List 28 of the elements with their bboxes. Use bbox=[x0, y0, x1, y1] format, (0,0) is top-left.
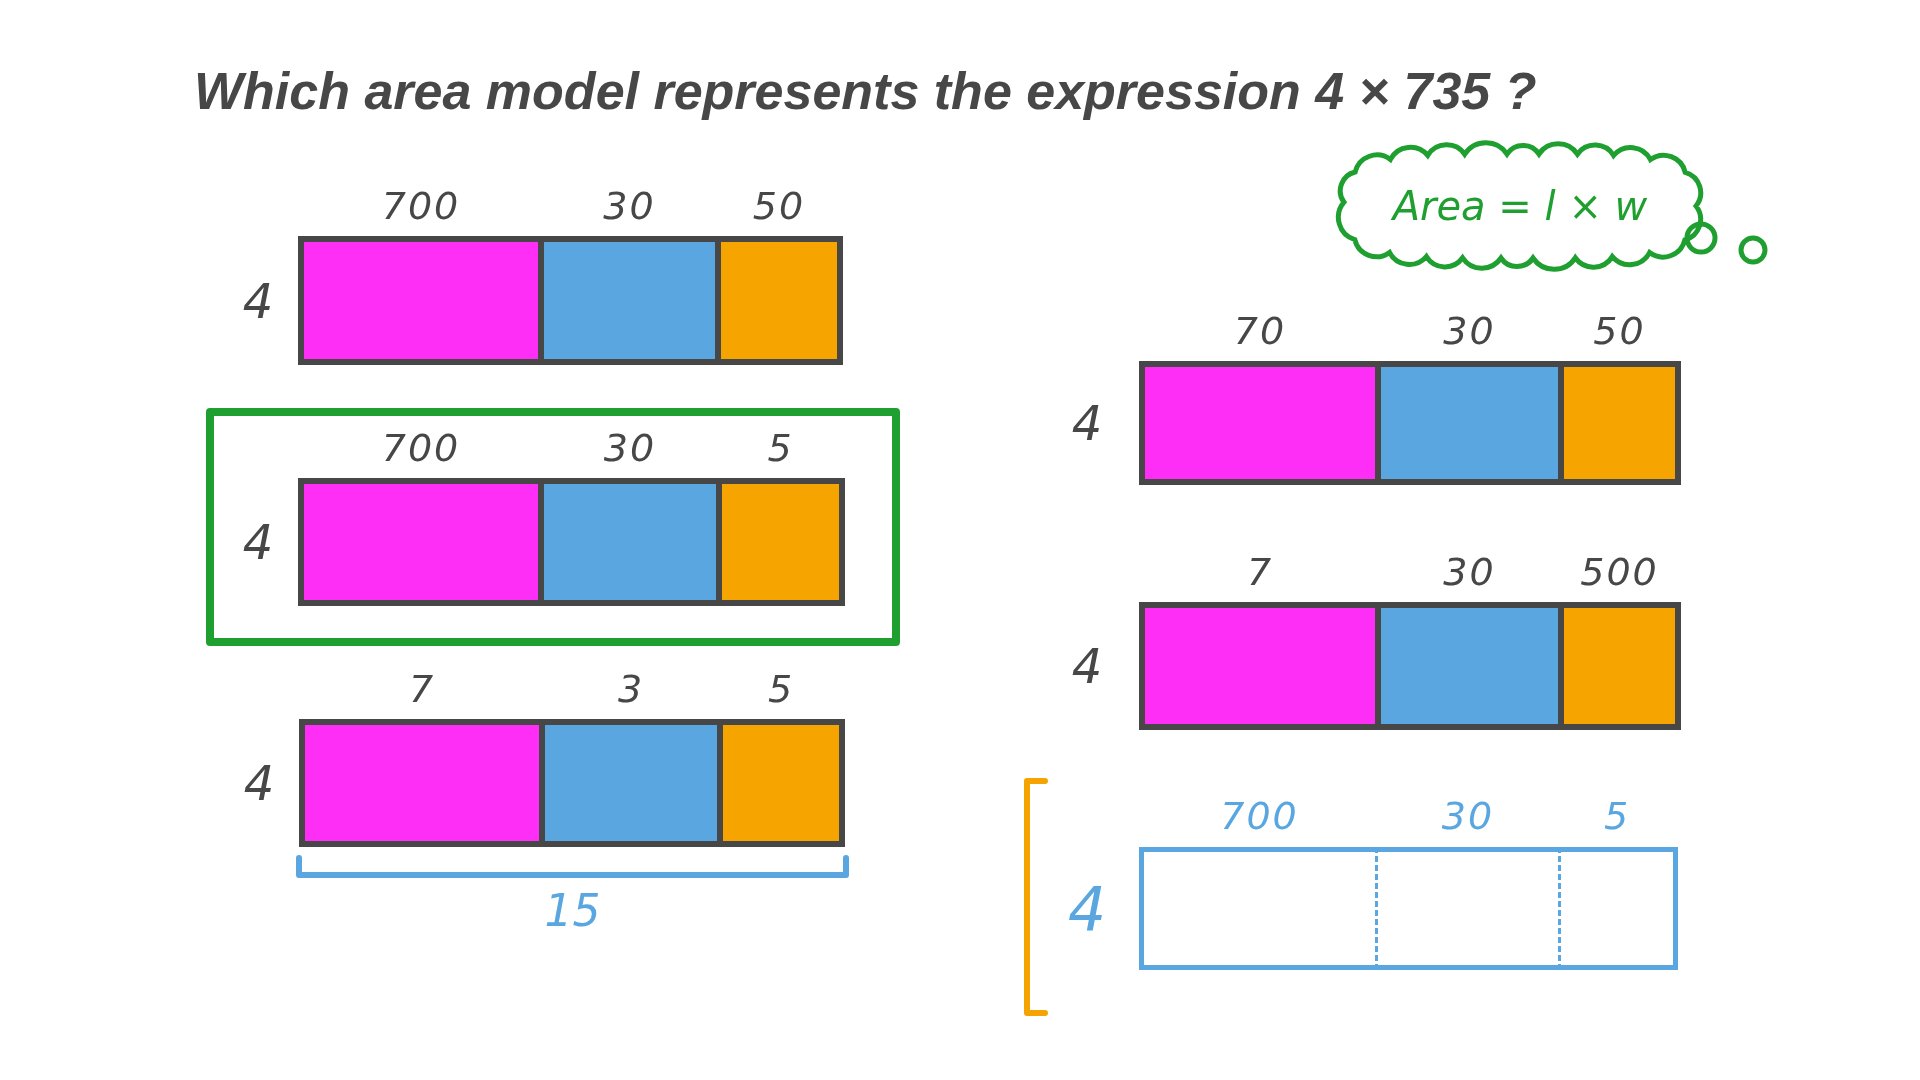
length-label: 700 bbox=[381, 184, 461, 228]
length-label: 30 bbox=[1443, 550, 1496, 594]
length-label: 50 bbox=[1593, 309, 1646, 353]
length-label: 7 bbox=[408, 667, 436, 711]
width-label: 4 bbox=[1071, 642, 1103, 690]
formula-text: Area = l × w bbox=[1392, 186, 1648, 226]
length-label: 30 bbox=[1443, 309, 1496, 353]
length-label: 5 bbox=[1603, 794, 1631, 838]
length-label: 30 bbox=[603, 426, 657, 470]
length-label: 30 bbox=[603, 184, 656, 228]
length-label: 5 bbox=[767, 667, 795, 711]
length-label: 700 bbox=[1220, 794, 1299, 838]
width-label: 4 bbox=[1067, 878, 1107, 939]
highlight-frame bbox=[206, 408, 900, 646]
title: Which area model represents the expression 4 × 735 ? bbox=[194, 61, 1537, 122]
length-label: 3 bbox=[617, 667, 645, 711]
width-label: 4 bbox=[242, 276, 274, 325]
total-length-label: 15 bbox=[544, 889, 601, 933]
width-label: 4 bbox=[1071, 399, 1103, 447]
length-label: 700 bbox=[381, 426, 461, 470]
length-label: 500 bbox=[1580, 550, 1659, 594]
length-label: 70 bbox=[1233, 309, 1287, 353]
length-label: 7 bbox=[1246, 550, 1274, 594]
length-label: 30 bbox=[1441, 794, 1495, 838]
width-label: 4 bbox=[242, 518, 274, 566]
width-label: 4 bbox=[243, 759, 275, 807]
length-label: 50 bbox=[752, 184, 806, 228]
length-label: 5 bbox=[767, 426, 794, 470]
